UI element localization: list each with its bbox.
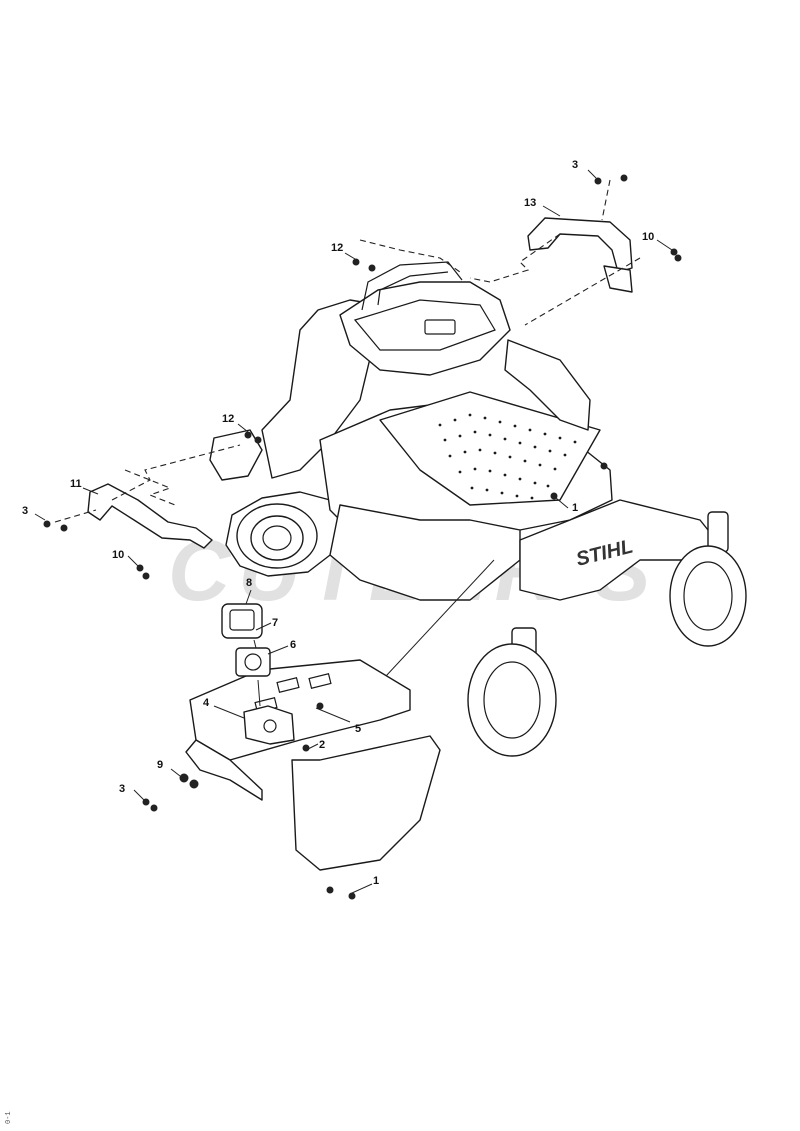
callout-1-right: 1 <box>572 502 578 514</box>
nut-3-top <box>594 177 602 185</box>
side-reference-code: 0-1 <box>5 1111 13 1124</box>
callout-3-bottom: 3 <box>119 783 125 795</box>
mower-body <box>225 261 613 601</box>
callout-6: 6 <box>290 639 296 651</box>
callout-1-bottom: 1 <box>373 875 379 887</box>
callout-9: 9 <box>157 759 163 771</box>
right-grab-handle <box>359 179 641 326</box>
deck-mount-assembly <box>185 559 495 871</box>
callout-3-left: 3 <box>22 505 28 517</box>
left-grab-handle <box>54 429 263 549</box>
front-frame-and-casters: STIHL <box>467 499 747 757</box>
callout-3-top: 3 <box>572 159 578 171</box>
callout-8: 8 <box>246 577 252 589</box>
callout-7: 7 <box>272 617 278 629</box>
callout-leaders <box>34 169 673 894</box>
foot-plate-perforations <box>438 413 577 500</box>
hardware-fasteners <box>43 174 682 900</box>
callout-12-top: 12 <box>331 242 343 254</box>
callout-2: 2 <box>319 739 325 751</box>
callout-4: 4 <box>203 697 210 709</box>
callout-10-right: 10 <box>642 231 654 243</box>
callout-13: 13 <box>524 197 536 209</box>
callout-12-left: 12 <box>222 413 234 425</box>
callout-10-left: 10 <box>112 549 124 561</box>
callout-labels: 3 13 12 10 12 11 3 10 1 8 7 6 4 5 2 9 3 … <box>22 159 654 887</box>
callout-5: 5 <box>355 723 361 735</box>
callout-11: 11 <box>70 478 82 490</box>
